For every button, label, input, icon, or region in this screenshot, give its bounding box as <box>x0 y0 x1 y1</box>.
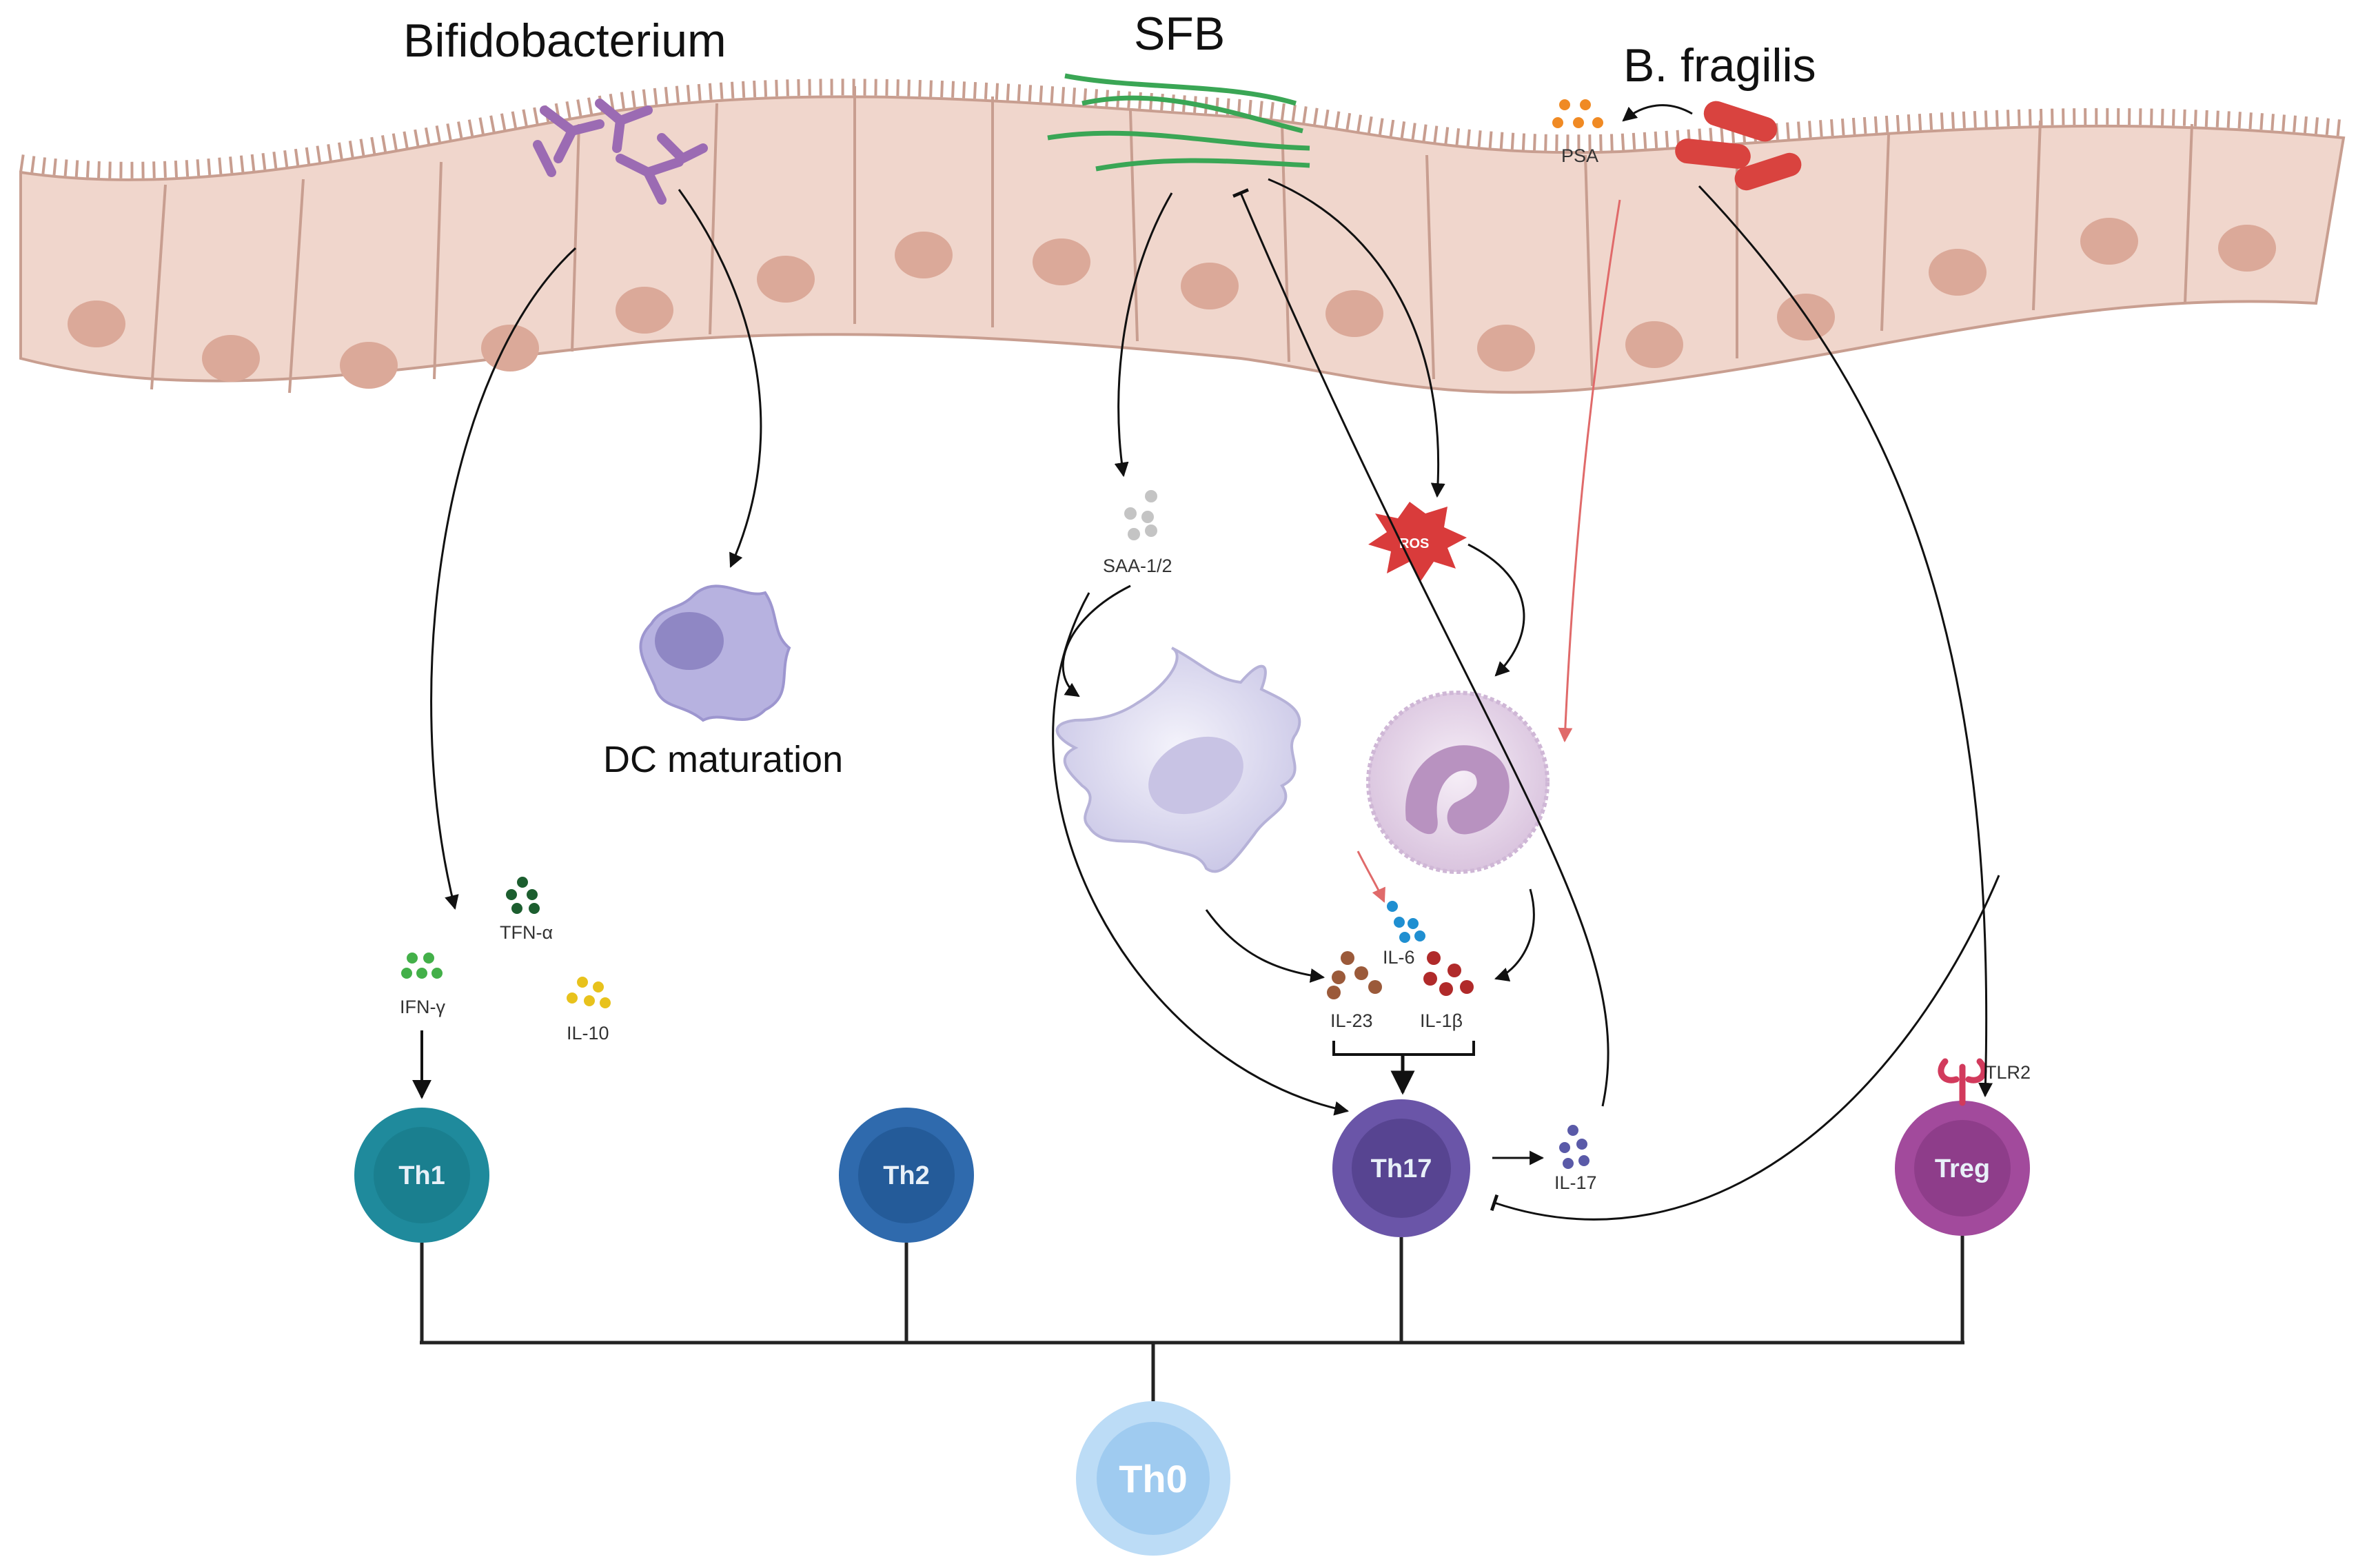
th2-cell[interactable]: Th2 <box>839 1108 974 1243</box>
treg-label: Treg <box>1935 1154 1990 1183</box>
dc-maturation-cell-icon <box>639 584 791 722</box>
th1-label: Th1 <box>398 1161 445 1190</box>
il10-label: IL-10 <box>567 1023 609 1043</box>
bifidobacterium-icon <box>533 99 708 205</box>
tfn-alpha-icon <box>506 877 540 914</box>
dendritic-cell-icon <box>1055 646 1301 873</box>
saa-label: SAA-1/2 <box>1103 556 1172 576</box>
bifidobacterium-label: Bifidobacterium <box>403 14 727 67</box>
neutrophil-icon <box>1366 691 1550 874</box>
il1b-label: IL-1β <box>1420 1010 1463 1031</box>
pathway-arrows <box>412 178 2000 1221</box>
ros-icon: ROS <box>1368 502 1467 582</box>
il10-icon <box>567 977 611 1008</box>
tlr2-label: TLR2 <box>1985 1062 2031 1083</box>
il6-label: IL-6 <box>1383 947 1415 968</box>
il23-icon <box>1327 951 1382 999</box>
dc-maturation-label: DC maturation <box>603 739 843 780</box>
th0-label: Th0 <box>1119 1457 1188 1500</box>
sfb-label: SFB <box>1134 8 1225 60</box>
il1b-icon <box>1423 951 1474 996</box>
ifn-gamma-label: IFN-γ <box>400 997 445 1017</box>
red-arrows <box>1357 199 1621 903</box>
th17-label: Th17 <box>1371 1154 1432 1183</box>
sfb-filaments-icon <box>1047 73 1310 172</box>
treg-cell[interactable]: Treg <box>1895 1101 2030 1236</box>
psa-label: PSA <box>1561 145 1598 166</box>
saa-icon <box>1124 490 1157 540</box>
psa-icon <box>1552 99 1603 128</box>
ros-label: ROS <box>1399 536 1429 551</box>
th1-cell[interactable]: Th1 <box>354 1108 489 1243</box>
tfn-alpha-label: TFN-α <box>500 922 553 943</box>
epithelium-layer <box>19 79 2346 394</box>
differentiation-tree <box>420 1236 1964 1401</box>
tlr2-receptor-icon <box>1938 1058 1987 1106</box>
th2-label: Th2 <box>883 1161 930 1190</box>
b-fragilis-label: B. fragilis <box>1623 39 1816 92</box>
th17-cell[interactable]: Th17 <box>1332 1099 1470 1237</box>
il17-icon <box>1559 1125 1589 1169</box>
th0-cell[interactable]: Th0 <box>1076 1401 1230 1556</box>
il6-icon <box>1387 901 1425 943</box>
il17-label: IL-17 <box>1554 1172 1597 1193</box>
b-fragilis-icon <box>1675 101 1802 191</box>
il23-label: IL-23 <box>1330 1010 1373 1031</box>
ifn-gamma-icon <box>401 953 443 979</box>
